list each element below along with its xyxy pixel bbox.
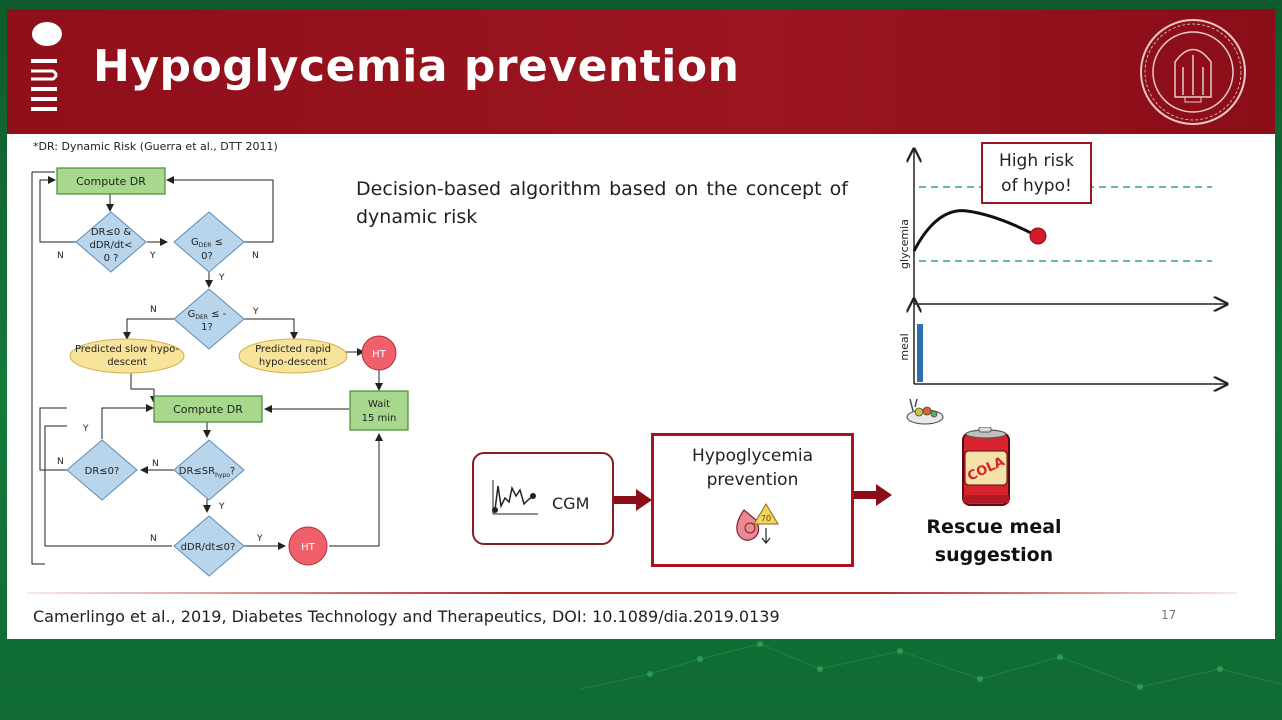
footer-divider: [27, 592, 1237, 594]
svg-text:N: N: [57, 457, 64, 467]
svg-text:1?: 1?: [201, 322, 213, 333]
svg-text:Y: Y: [149, 251, 156, 261]
university-logo-icon: [31, 22, 62, 111]
svg-text:N: N: [152, 459, 159, 469]
decision-dr-zero: [66, 439, 138, 501]
svg-text:DR≤SRhypo?: DR≤SRhypo?: [179, 466, 235, 479]
svg-text:dDR/dt≤0?: dDR/dt≤0?: [181, 542, 236, 553]
decision-dr-srhypo: [173, 439, 245, 501]
svg-text:Y: Y: [82, 424, 89, 434]
svg-text:N: N: [57, 251, 64, 261]
glycemia-curve: [912, 209, 1038, 252]
svg-text:GDER ≤: GDER ≤: [191, 237, 223, 249]
cgm-box: CGM: [472, 452, 614, 545]
svg-text:70: 70: [761, 514, 771, 523]
cgm-signal-icon: [492, 480, 538, 515]
svg-text:0 ?: 0 ?: [104, 253, 119, 264]
svg-text:DR≤0 &: DR≤0 &: [91, 227, 132, 238]
meal-bar: [917, 324, 923, 382]
slide: Hypoglycemia prevention *DR: Dynamic Ris…: [7, 9, 1275, 639]
arrow-cgm-to-prevention: [614, 489, 652, 511]
cgm-label: CGM: [552, 494, 590, 513]
svg-text:dDR/dt<: dDR/dt<: [89, 240, 132, 251]
glycemia-axis-label: glycemia: [898, 219, 911, 269]
compute-dr-bottom-box: [153, 395, 263, 423]
high-risk-callout: High risk of hypo!: [981, 142, 1092, 204]
svg-text:N: N: [150, 305, 157, 315]
page-number: 17: [1161, 608, 1177, 622]
compute-dr-top-box: [56, 167, 166, 195]
decision-gder-minus-one: [173, 288, 245, 350]
hypo-risk-marker: [1029, 227, 1047, 245]
university-seal-icon: [1140, 19, 1246, 125]
svg-text:Y: Y: [256, 534, 263, 544]
blood-drop-warning-icon: 70: [736, 503, 779, 544]
slide-title: Hypoglycemia prevention: [93, 41, 740, 92]
citation: Camerlingo et al., 2019, Diabetes Techno…: [33, 607, 780, 626]
decision-ddr-dt: [173, 515, 245, 577]
header-bar: Hypoglycemia prevention: [7, 9, 1275, 134]
svg-text:HT: HT: [301, 542, 316, 553]
svg-text:hypo-descent: hypo-descent: [259, 357, 327, 368]
svg-text:N: N: [252, 251, 259, 261]
decision-gder-zero: [173, 211, 245, 273]
background-network-pattern: [579, 641, 1282, 690]
svg-text:descent: descent: [107, 357, 147, 368]
footnote: *DR: Dynamic Risk (Guerra et al., DTT 20…: [33, 140, 278, 153]
compute-dr-top-label: Compute DR: [76, 175, 146, 188]
svg-text:Compute DR: Compute DR: [173, 403, 243, 416]
cola-can-icon: COLA: [962, 427, 1010, 506]
svg-text:Y: Y: [218, 502, 225, 512]
svg-text:15 min: 15 min: [362, 413, 397, 424]
arrow-prevention-to-rescue: [854, 484, 892, 506]
svg-text:DR≤0?: DR≤0?: [85, 466, 120, 477]
flowchart: Compute DR DR≤0 & dDR/dt< 0 ? GDER ≤ 0? …: [31, 167, 409, 577]
food-icon: [906, 398, 944, 425]
svg-text:N: N: [150, 534, 157, 544]
svg-text:Predicted rapid: Predicted rapid: [255, 344, 331, 355]
svg-text:Wait: Wait: [368, 399, 390, 410]
ht-circle-top: [361, 335, 397, 371]
predicted-rapid-ellipse: [238, 338, 348, 374]
predicted-slow-ellipse: [69, 338, 185, 374]
decision-dr-nonpositive: [75, 211, 147, 273]
svg-text:GDER ≤ -: GDER ≤ -: [188, 309, 227, 321]
meal-axis-label: meal: [898, 333, 911, 360]
ht-circle-bottom: [288, 526, 328, 566]
hypo-prevention-label: Hypoglycemia prevention: [691, 446, 814, 490]
svg-text:HT: HT: [372, 349, 387, 360]
svg-text:Predicted slow hypo-: Predicted slow hypo-: [75, 344, 179, 355]
hypoglycemia-prevention-box: Hypoglycemia prevention 70: [651, 433, 854, 567]
svg-text:Y: Y: [252, 307, 259, 317]
svg-text:Y: Y: [218, 273, 225, 283]
svg-text:0?: 0?: [201, 251, 213, 262]
wait-box: [349, 390, 409, 431]
rescue-meal-label: Rescue meal suggestion: [926, 516, 1062, 566]
description-text: Decision-based algorithm based on the co…: [356, 178, 848, 228]
